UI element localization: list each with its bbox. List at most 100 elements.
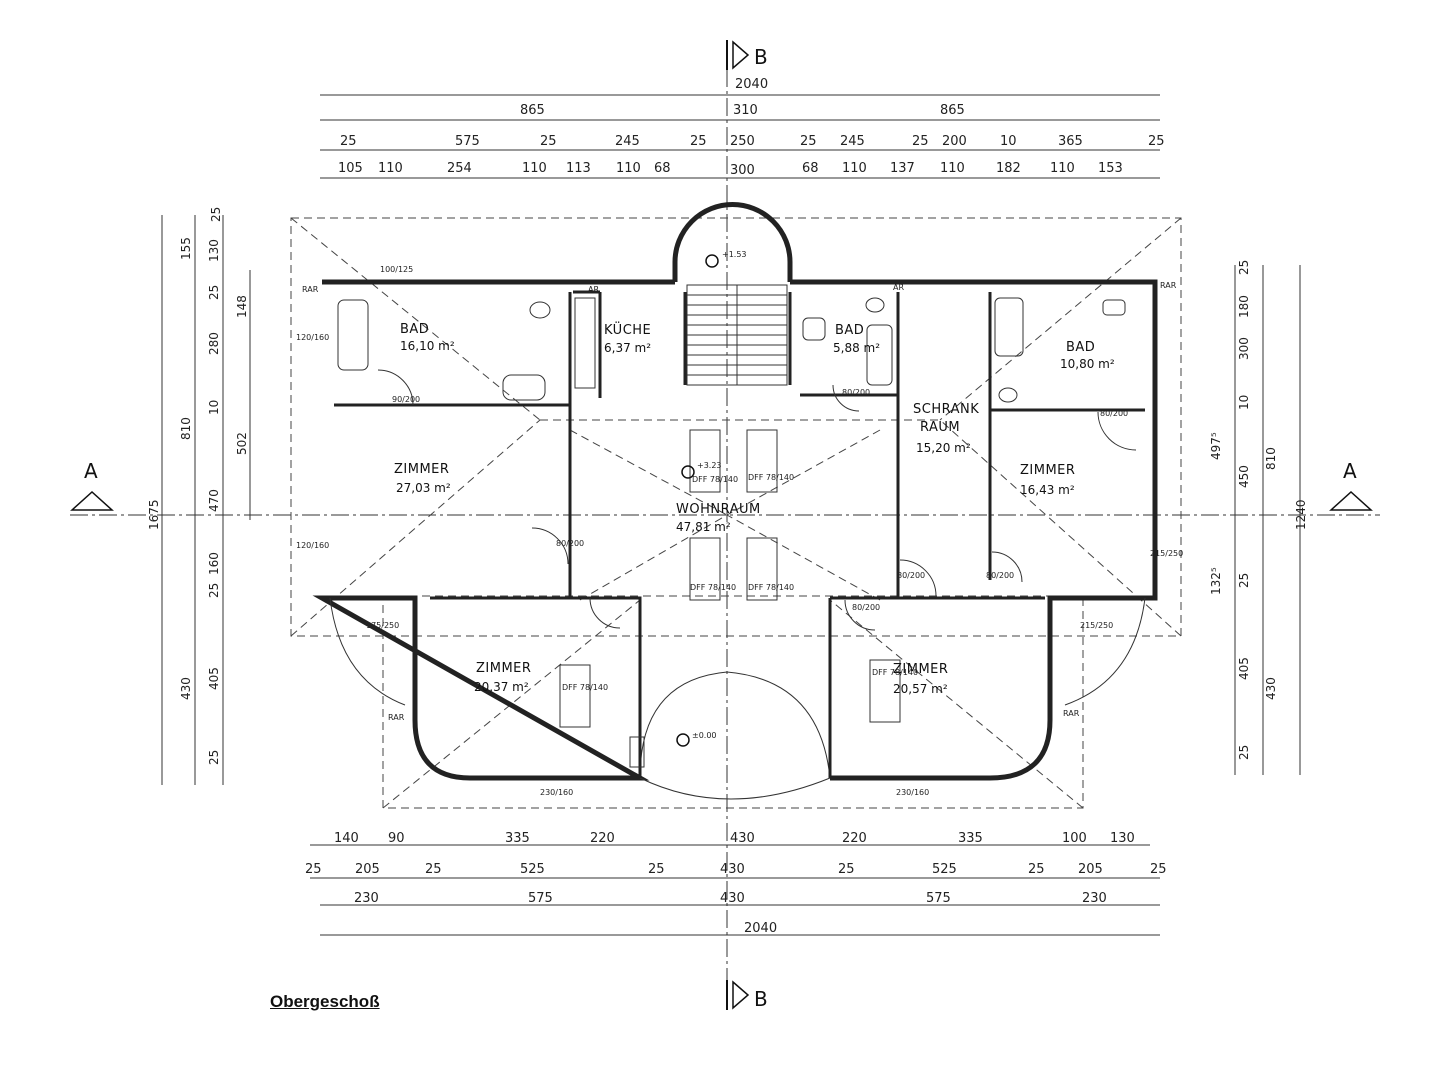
fixtures xyxy=(337,297,1126,768)
misc-ar-1: AR xyxy=(588,285,599,294)
dim-bot-r1-2: 335 xyxy=(505,831,530,846)
dim-top-r3-4: 113 xyxy=(566,161,591,176)
dim-bot-r2-5: 430 xyxy=(720,862,745,877)
dim-bot-r1-7: 100 xyxy=(1062,831,1087,846)
room-bad-2-name: BAD xyxy=(835,323,864,338)
dim-bot-r1-4: 430 xyxy=(730,831,755,846)
door-labels: 90/200 80/200 80/200 80/200 80/200 80/20… xyxy=(392,388,1128,612)
dim-right-r3-1: 132⁵ xyxy=(1209,567,1223,595)
dim-right-r2-4: 450 xyxy=(1237,465,1251,488)
dim-bot-r2-9: 205 xyxy=(1078,862,1103,877)
dim-top-r3-12: 182 xyxy=(996,161,1021,176)
dim-top-r2-4: 25 xyxy=(690,134,707,149)
dim-right-r2-1: 180 xyxy=(1237,295,1251,318)
dim-left-r2-8: 25 xyxy=(207,750,221,765)
level-stair: +1.53 xyxy=(722,250,747,259)
room-wohnraum-name: WOHNRAUM xyxy=(676,502,761,517)
room-zimmer-4-area: 20,57 m² xyxy=(893,682,948,696)
room-schrankraum-area: 15,20 m² xyxy=(916,441,971,455)
section-marker-b-bottom: B xyxy=(726,980,768,1011)
window-label-4: 215/250 xyxy=(1150,549,1183,558)
misc-ar-2: AR xyxy=(893,283,904,292)
dimensions-bottom: 140 90 335 220 430 220 335 100 130 25 20… xyxy=(305,831,1167,936)
window-label-3: 120/160 xyxy=(296,541,329,550)
dim-bot-r2-6: 25 xyxy=(838,862,855,877)
dim-left-r2-7: 405 xyxy=(207,667,221,690)
misc-rar-3: RAR xyxy=(388,713,405,722)
dim-top-r2-11: 365 xyxy=(1058,134,1083,149)
door-swings xyxy=(377,369,1137,631)
floor-title: Obergeschoß xyxy=(270,992,380,1011)
room-zimmer-2-area: 16,43 m² xyxy=(1020,483,1075,497)
dim-bot-r2-4: 25 xyxy=(648,862,665,877)
door-label-2: 80/200 xyxy=(556,539,584,548)
dim-bot-r2-0: 25 xyxy=(305,862,322,877)
dim-top-r2-9: 200 xyxy=(942,134,967,149)
window-label-8: 230/160 xyxy=(896,788,929,797)
misc-rar-4: RAR xyxy=(1063,709,1080,718)
room-bad-1-area: 16,10 m² xyxy=(400,339,455,353)
dim-bot-r2-2: 25 xyxy=(425,862,442,877)
dim-right-r2-7: 25 xyxy=(1237,745,1251,760)
dim-bot-r1-6: 335 xyxy=(958,831,983,846)
dim-left-r2-5: 160 xyxy=(207,552,221,575)
dimensions-left: 1675 155 810 430 130 25 280 10 470 160 2… xyxy=(147,207,249,765)
dim-right-total: 1240 xyxy=(1294,499,1308,530)
dimensions-top: 2040 865 310 865 25 575 25 245 25 250 25… xyxy=(338,77,1165,178)
stair xyxy=(686,284,788,386)
dim-right-r3-0: 497⁵ xyxy=(1209,432,1223,460)
dim-right-r2-5: 25 xyxy=(1237,573,1251,588)
window-label-5: 175/250 xyxy=(366,621,399,630)
dim-top-r3-3: 110 xyxy=(522,161,547,176)
dim-top-r3-2: 254 xyxy=(447,161,472,176)
dim-top-r3-5: 110 xyxy=(616,161,641,176)
dim-top-r3-1: 110 xyxy=(378,161,403,176)
exterior-walls xyxy=(312,202,1158,800)
dim-bot-r3-4: 230 xyxy=(1082,891,1107,906)
skylights xyxy=(559,429,901,728)
dim-top-r1-2: 865 xyxy=(940,103,965,118)
dim-top-r2-8: 25 xyxy=(912,134,929,149)
interior-walls xyxy=(334,290,1145,778)
dim-top-r2-6: 25 xyxy=(800,134,817,149)
section-marker-a-left: A xyxy=(70,459,114,511)
door-label-3: 80/200 xyxy=(842,388,870,397)
dim-right-r2-3: 10 xyxy=(1237,395,1251,410)
dim-top-r3-0: 105 xyxy=(338,161,363,176)
dimensions-right: 1240 810 430 25 180 300 10 450 25 405 25… xyxy=(1209,260,1308,760)
dim-top-r2-3: 245 xyxy=(615,134,640,149)
misc-rar-2: RAR xyxy=(1160,281,1177,290)
room-zimmer-1-name: ZIMMER xyxy=(394,462,449,477)
dim-top-r2-10: 10 xyxy=(1000,134,1017,149)
dim-left-r1-0: 155 xyxy=(179,237,193,260)
dim-top-r3-9: 110 xyxy=(842,161,867,176)
dim-top-r2-7: 245 xyxy=(840,134,865,149)
dim-top-r3-13: 110 xyxy=(1050,161,1075,176)
dim-bot-r1-3: 220 xyxy=(590,831,615,846)
dim-left-r2-3: 10 xyxy=(207,400,221,415)
dim-top-total: 2040 xyxy=(735,77,768,92)
section-label-b-top: B xyxy=(754,45,768,69)
room-bad-3-name: BAD xyxy=(1066,340,1095,355)
misc-rar-1: RAR xyxy=(302,285,319,294)
section-label-b-bottom: B xyxy=(754,987,768,1011)
room-bad-2-area: 5,88 m² xyxy=(833,341,880,355)
dim-top-r2-5: 250 xyxy=(730,134,755,149)
section-marker-a-right: A xyxy=(1329,459,1373,511)
dim-bot-total: 2040 xyxy=(744,921,777,936)
level-markers: +1.53 +3.23 ±0.00 xyxy=(676,250,747,747)
dim-bot-r2-1: 205 xyxy=(355,862,380,877)
dim-left-total: 1675 xyxy=(147,499,161,530)
skylight-label-6: DFF 78/140 xyxy=(872,668,918,677)
dim-left-r1-2: 430 xyxy=(179,677,193,700)
dim-top-r1-0: 865 xyxy=(520,103,545,118)
dim-top-r3-10: 137 xyxy=(890,161,915,176)
dim-top-r2-0: 25 xyxy=(340,134,357,149)
dim-bot-r1-0: 140 xyxy=(334,831,359,846)
dim-right-r1-1: 430 xyxy=(1264,677,1278,700)
window-labels: 100/125 120/160 120/160 215/250 175/250 … xyxy=(296,265,1183,797)
dim-left-r1-1: 810 xyxy=(179,417,193,440)
room-kueche-name: KÜCHE xyxy=(604,321,651,338)
section-marker-b-top: B xyxy=(726,40,768,70)
